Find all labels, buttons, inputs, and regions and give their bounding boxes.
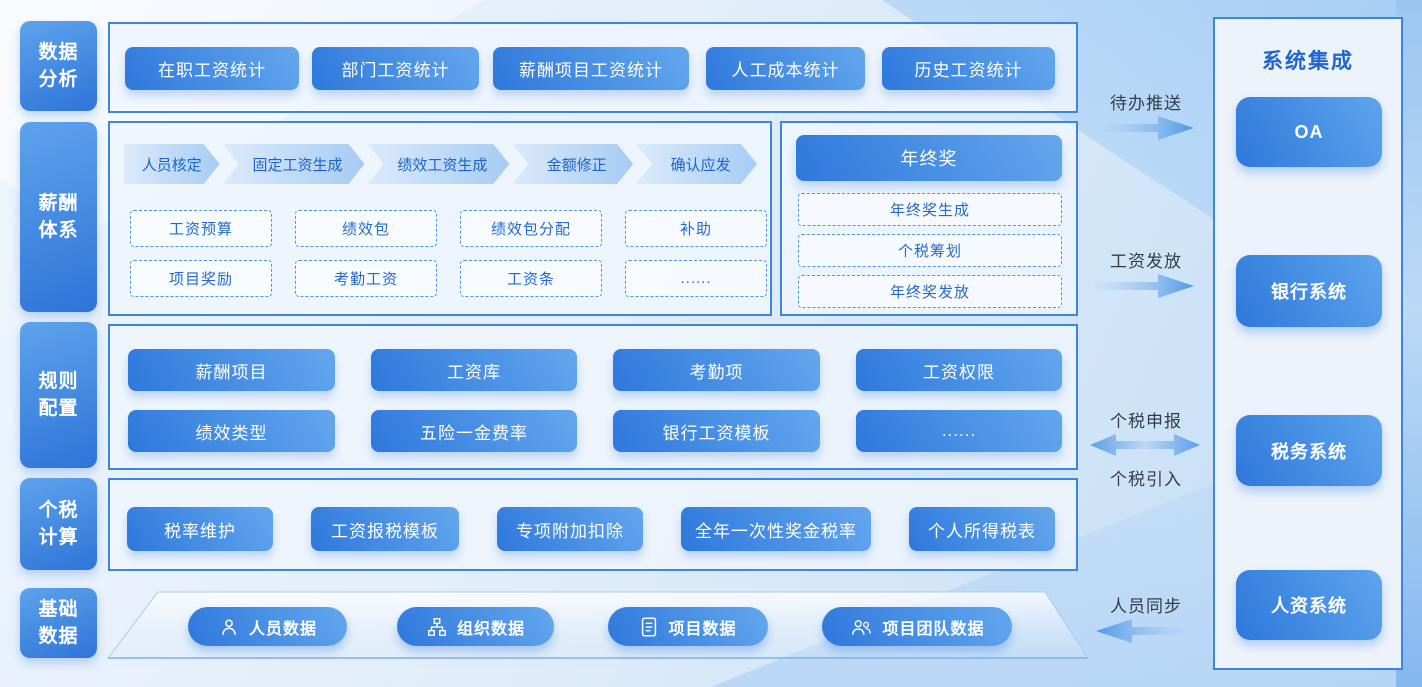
module-attendance-salary[interactable]: 考勤工资 [295,260,437,297]
arrow-right-todo-push [1094,116,1194,140]
sidebar-item-salary-system[interactable]: 薪酬 体系 [20,122,97,312]
sidebar-label-line: 分析 [38,69,79,90]
system-oa[interactable]: OA [1236,97,1382,167]
sidebar-label-line: 基础 [38,599,79,620]
pill-label: 项目数据 [668,620,737,638]
button-annual-bonus-rate[interactable]: 全年一次性奖金税率 [681,507,871,551]
button-income-tax-table[interactable]: 个人所得税表 [909,507,1055,551]
button-special-deduction[interactable]: 专项附加扣除 [497,507,643,551]
button-salary-items[interactable]: 薪酬项目 [128,349,335,391]
sidebar-label-line: 计算 [38,527,79,548]
panel-title: 系统集成 [1262,50,1354,73]
section-tax-calc: 税率维护 工资报税模板 专项附加扣除 全年一次性奖金税率 个人所得税表 [108,478,1078,571]
flow-label-tax-import: 个税引入 [1110,470,1182,489]
arrow-right-salary-pay [1094,274,1194,298]
arrow-left-personnel-sync [1096,619,1196,643]
panel-system-integration: 系统集成 OA 银行系统 税务系统 人资系统 [1213,17,1403,670]
pill-label: 项目团队数据 [882,620,985,638]
process-step-fixed-salary[interactable]: 固定工资生成 [223,144,365,184]
button-salary-permission[interactable]: 工资权限 [856,349,1062,391]
document-icon [642,617,657,636]
button-dept-salary-stats[interactable]: 部门工资统计 [312,47,479,90]
button-tax-rate[interactable]: 税率维护 [127,507,273,551]
team-icon [852,619,872,635]
process-step-perf-salary[interactable]: 绩效工资生成 [367,144,509,184]
button-item-salary-stats[interactable]: 薪酬项目工资统计 [493,47,689,90]
system-hr[interactable]: 人资系统 [1236,570,1382,640]
flow-label-salary-pay: 工资发放 [1110,252,1182,271]
sidebar-item-tax-calc[interactable]: 个税 计算 [20,478,97,570]
module-tax-planning[interactable]: 个税筹划 [798,234,1062,267]
sidebar-item-rule-config[interactable]: 规则 配置 [20,322,97,468]
system-tax[interactable]: 税务系统 [1236,415,1382,486]
pill-label: 人员数据 [248,620,317,638]
process-step-personnel-check[interactable]: 人员核定 [124,144,220,184]
flow-label-todo-push: 待办推送 [1110,94,1182,113]
module-payslip[interactable]: 工资条 [460,260,602,297]
user-icon [222,618,236,635]
process-step-confirm-pay[interactable]: 确认应发 [636,144,757,184]
system-bank[interactable]: 银行系统 [1236,255,1382,327]
pill-personnel-data[interactable]: 人员数据 [188,607,347,646]
pill-label: 组织数据 [456,620,525,638]
module-perf-package[interactable]: 绩效包 [295,210,437,247]
button-attendance-items[interactable]: 考勤项 [613,349,820,391]
module-salary-budget[interactable]: 工资预算 [130,210,272,247]
arrow-both-tax [1090,434,1200,456]
pill-org-data[interactable]: 组织数据 [397,607,554,646]
button-perf-type[interactable]: 绩效类型 [128,410,335,452]
button-labor-cost-stats[interactable]: 人工成本统计 [706,47,865,90]
button-active-salary-stats[interactable]: 在职工资统计 [125,47,299,90]
sidebar-label-line: 数据 [38,626,79,647]
section-data-analysis: 在职工资统计 部门工资统计 薪酬项目工资统计 人工成本统计 历史工资统计 [108,22,1078,113]
pill-project-team-data[interactable]: 项目团队数据 [822,607,1012,646]
flow-label-tax-declare: 个税申报 [1110,412,1182,431]
org-chart-icon [428,617,446,636]
sidebar-label-line: 薪酬 [38,193,79,214]
pill-project-data[interactable]: 项目数据 [608,607,768,646]
button-bank-template[interactable]: 银行工资模板 [613,410,820,452]
sidebar-item-data-analysis[interactable]: 数据 分析 [20,21,97,111]
button-tax-report-template[interactable]: 工资报税模板 [311,507,459,551]
process-flow: 人员核定 固定工资生成 绩效工资生成 金额修正 确认应发 [124,144,760,184]
section-salary-process: 人员核定 固定工资生成 绩效工资生成 金额修正 确认应发 工资预算 绩效包 绩效… [108,121,772,316]
module-bonus-pay[interactable]: 年终奖发放 [798,275,1062,308]
flow-label-personnel-sync: 人员同步 [1110,597,1182,616]
section-annual-bonus: 年终奖 年终奖生成 个税筹划 年终奖发放 [780,121,1078,316]
sidebar-label-line: 体系 [38,220,79,241]
sidebar-item-base-data[interactable]: 基础 数据 [20,588,97,658]
module-bonus-generate[interactable]: 年终奖生成 [798,193,1062,226]
module-more[interactable]: ...... [625,260,767,297]
sidebar-label-line: 个税 [38,500,79,521]
button-history-salary-stats[interactable]: 历史工资统计 [882,47,1055,90]
module-project-reward[interactable]: 项目奖励 [130,260,272,297]
module-perf-package-alloc[interactable]: 绩效包分配 [460,210,602,247]
button-salary-db[interactable]: 工资库 [371,349,577,391]
module-subsidy[interactable]: 补助 [625,210,767,247]
button-insurance-rate[interactable]: 五险一金费率 [371,410,577,452]
button-more-rules[interactable]: ...... [856,410,1062,452]
annual-bonus-header[interactable]: 年终奖 [796,135,1062,181]
process-step-amount-fix[interactable]: 金额修正 [512,144,633,184]
sidebar-label-line: 配置 [38,398,79,419]
sidebar-label-line: 数据 [38,42,79,63]
section-rule-config: 薪酬项目 工资库 考勤项 工资权限 绩效类型 五险一金费率 银行工资模板 ...… [108,324,1078,470]
sidebar-label-line: 规则 [38,371,79,392]
